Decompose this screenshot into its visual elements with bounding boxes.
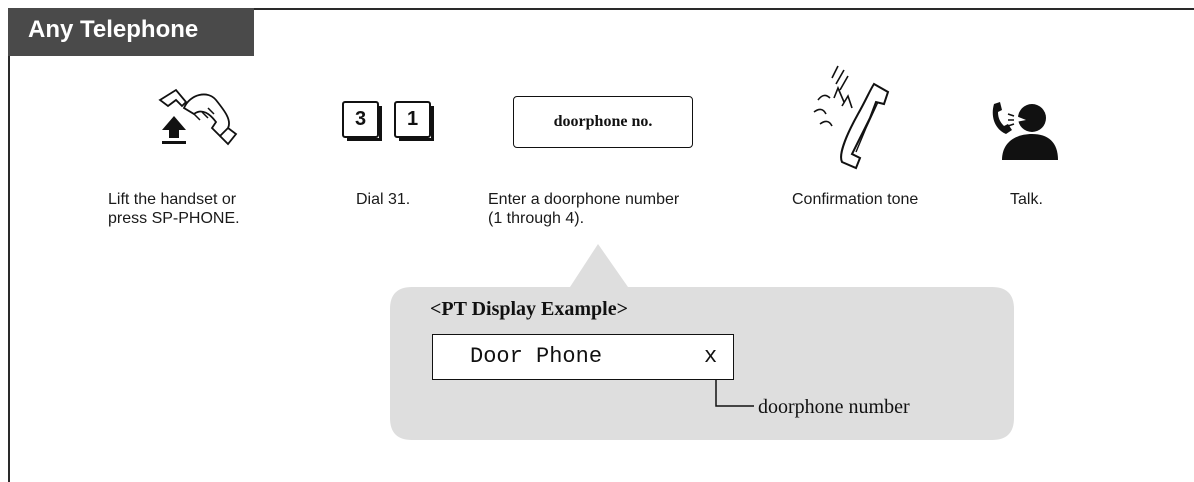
frame-top-border — [8, 8, 1194, 10]
pt-display-screen — [432, 334, 734, 380]
talking-person-icon — [992, 102, 1058, 160]
frame-left-border — [8, 8, 10, 482]
pt-display-text: Door Phone — [470, 344, 603, 369]
lift-handset-icon — [158, 88, 238, 146]
doorphone-number-box: doorphone no. — [513, 96, 693, 148]
ringing-handset-icon — [813, 65, 890, 170]
pt-display-variable: x — [704, 344, 718, 369]
section-header: Any Telephone — [8, 8, 254, 56]
step-4-label: Confirmation tone — [792, 191, 919, 208]
step-2-label: Dial 31. — [356, 191, 411, 208]
step-1-label: Lift the handset or press SP-PHONE. — [108, 191, 240, 227]
step-5-label: Talk. — [1010, 191, 1043, 208]
key-3: 3 — [342, 101, 382, 141]
key-1: 1 — [394, 101, 434, 141]
pointer-label: doorphone number — [758, 396, 910, 418]
display-example-title: <PT Display Example> — [430, 298, 629, 320]
step-3-label: Enter a doorphone number (1 through 4). — [488, 191, 680, 227]
